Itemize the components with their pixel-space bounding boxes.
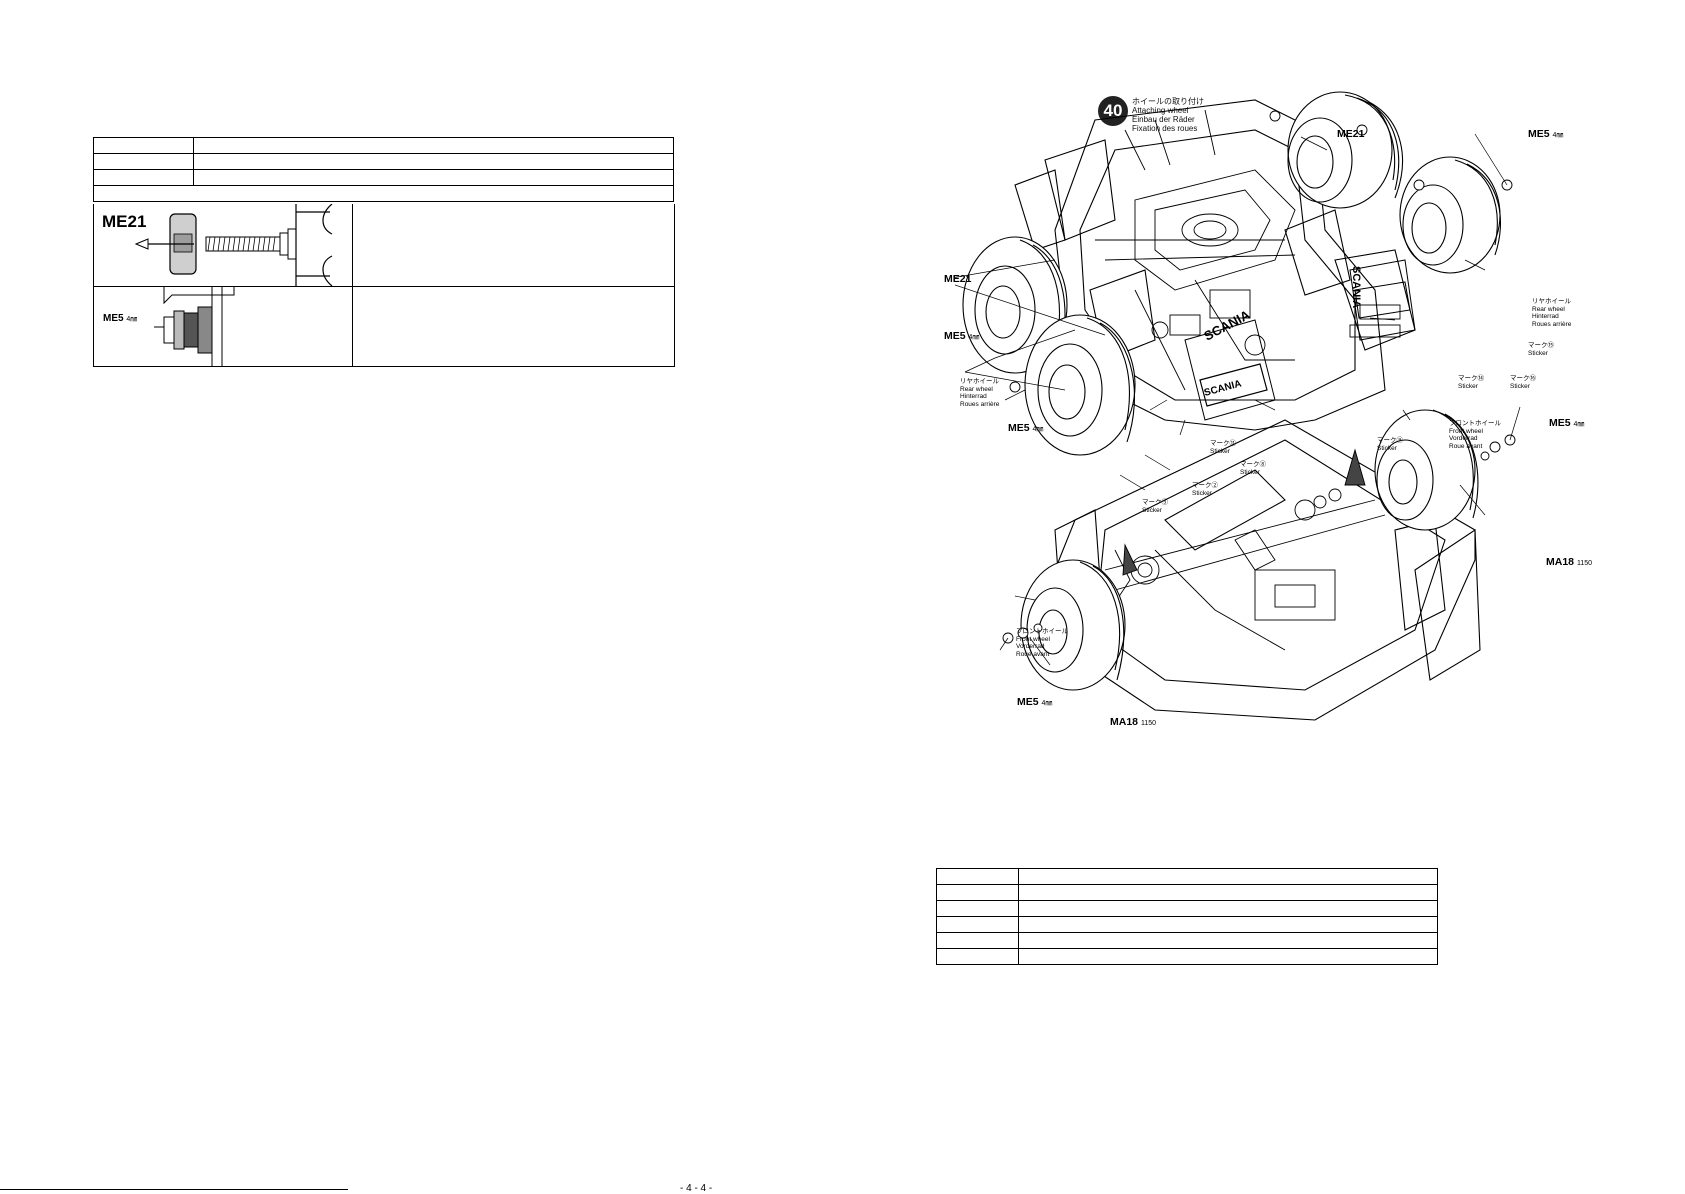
rear-wheel-top-right <box>1287 91 1403 209</box>
step-badge: 40 <box>1098 96 1128 126</box>
callout-me5-front-left: ME5 4㎜ <box>1017 696 1053 708</box>
left-detail-box <box>93 204 675 367</box>
front-wheel-left <box>1020 559 1126 691</box>
callout-me5-left-upper: ME5 4㎜ <box>944 330 980 342</box>
rear-wheel-left-lower <box>1024 314 1136 456</box>
step-title-de: Einbau der Räder <box>1132 115 1195 124</box>
rear-drivetrain <box>1095 109 1296 391</box>
scania-mark-3: SCANIA <box>1203 378 1243 399</box>
leader-lines <box>955 133 1521 666</box>
right-parts-table <box>936 868 1438 965</box>
step-title-fr: Fixation des roues <box>1132 124 1198 133</box>
front-wheel-right <box>1374 409 1479 531</box>
callout-me5-front-right: ME5 4㎜ <box>1549 417 1585 429</box>
left-header-table <box>93 137 674 202</box>
scania-mark-2: SCANIA <box>1350 266 1362 308</box>
callout-me21-left: ME21 <box>944 273 972 285</box>
step-title-jp: ホイールの取り付け <box>1132 97 1204 106</box>
rear-wheel-right <box>1399 156 1501 274</box>
mud-flaps <box>1184 259 1416 421</box>
callout-me5-left-lower: ME5 4㎜ <box>1008 422 1044 434</box>
footnote-rule <box>0 1189 348 1190</box>
callout-ma18-left: MA18 1150 <box>1110 716 1156 728</box>
nuts-and-washers <box>1002 110 1516 644</box>
me5-detail-illustration <box>154 287 235 366</box>
me5-label-left-page: ME5 4㎜ <box>103 313 138 324</box>
callout-me5-top: ME5 4㎜ <box>1528 128 1564 140</box>
callout-me21-top: ME21 <box>1337 128 1365 140</box>
me21-detail-illustration <box>134 204 333 286</box>
chassis-assembly-illustration: SCANIA SCANIA SCANIA <box>955 91 1521 721</box>
scania-mark-1: SCANIA <box>1201 307 1253 344</box>
page-number: - 4 - 4 - <box>680 1183 713 1194</box>
step-title-en: Attaching wheel <box>1132 106 1189 115</box>
me21-label: ME21 <box>102 212 147 231</box>
callout-ma18-right: MA18 1150 <box>1546 556 1592 568</box>
front-steering <box>1104 448 1386 651</box>
